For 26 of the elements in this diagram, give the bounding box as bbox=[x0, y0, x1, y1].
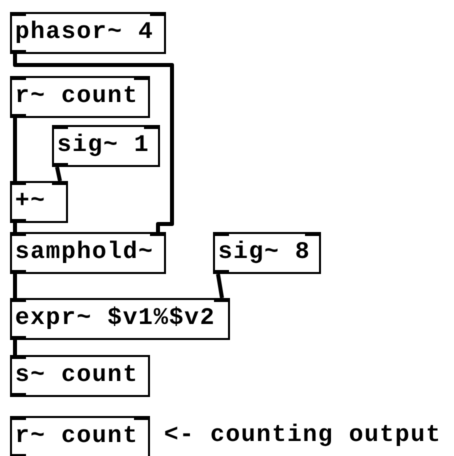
object-box bbox=[10, 298, 230, 340]
object-text: +~ bbox=[15, 190, 46, 214]
patch-cord bbox=[55, 166, 62, 182]
object-text: sig~ 8 bbox=[218, 241, 310, 265]
patch-cord bbox=[216, 274, 224, 298]
patch-cord bbox=[13, 118, 17, 181]
object-text: s~ count bbox=[15, 364, 138, 388]
object-text: sig~ 1 bbox=[57, 134, 150, 158]
patch-cord bbox=[13, 223, 17, 232]
object-box bbox=[10, 355, 150, 397]
object-text: samphold~ bbox=[15, 241, 154, 265]
object-box bbox=[52, 125, 160, 167]
object-box bbox=[10, 12, 166, 54]
object-box bbox=[10, 76, 150, 118]
object-text: r~ count bbox=[15, 85, 138, 109]
patch-cord bbox=[13, 274, 17, 298]
object-box bbox=[10, 416, 150, 456]
object-text: r~ count bbox=[15, 425, 138, 449]
object-box bbox=[213, 232, 321, 274]
object-box bbox=[10, 232, 166, 274]
patch-cord bbox=[13, 340, 17, 355]
object-box bbox=[10, 181, 68, 223]
comment-text: <- counting output bbox=[164, 424, 442, 448]
patch-cord bbox=[13, 54, 174, 232]
object-text: phasor~ 4 bbox=[15, 21, 154, 45]
object-text: expr~ $v1%$v2 bbox=[15, 307, 216, 331]
